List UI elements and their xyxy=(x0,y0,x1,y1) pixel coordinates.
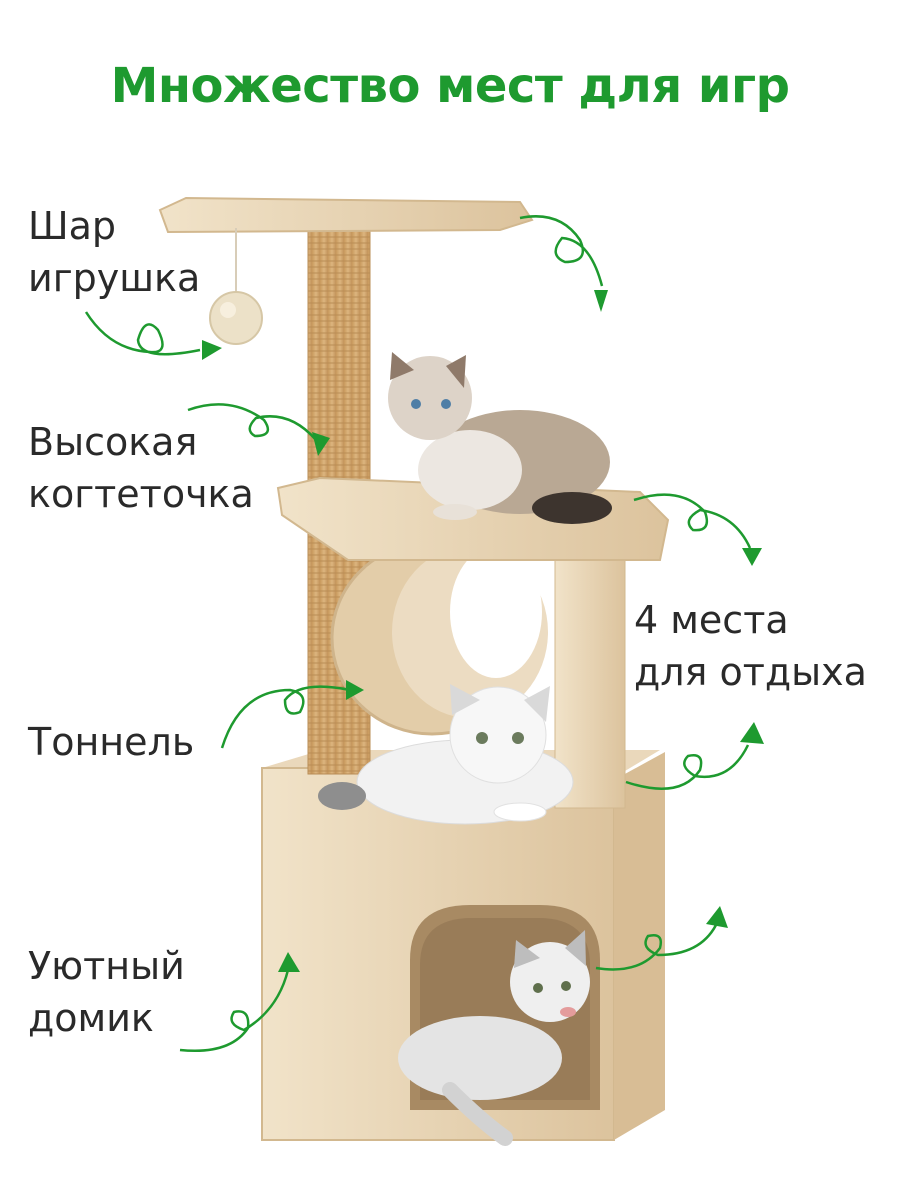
arrow-house-right-head-icon xyxy=(706,906,728,928)
label-scratcher-line1: Высокая xyxy=(28,420,198,464)
label-house: Уютный домик xyxy=(28,940,185,1044)
arrow-rest-bottom-icon xyxy=(625,744,750,790)
tunnel xyxy=(330,540,548,736)
arrow-scratcher-head-icon xyxy=(312,432,330,456)
label-house-line1: Уютный xyxy=(28,944,185,988)
label-rest-line2: для отдыха xyxy=(634,650,867,694)
ball-toy xyxy=(209,228,263,345)
label-scratcher-line2: когтеточка xyxy=(28,472,254,516)
arrow-rest-bottom-head-icon xyxy=(740,722,764,744)
label-tunnel-line1: Тоннель xyxy=(28,720,195,764)
top-platform xyxy=(158,196,534,234)
arrow-tunnel-icon xyxy=(220,685,351,749)
arrow-rest-top-icon xyxy=(633,493,752,549)
cat-white-house xyxy=(398,930,590,1146)
label-ball-line1: Шар xyxy=(28,204,117,248)
arrow-tunnel-head-icon xyxy=(346,680,364,700)
label-ball-line2: игрушка xyxy=(28,256,201,300)
label-rest-places: 4 места для отдыха xyxy=(634,594,894,698)
page-title: Множество мест для игр xyxy=(110,58,790,114)
arrow-rest-top-head-icon xyxy=(742,548,762,566)
label-rest-line1: 4 места xyxy=(634,598,789,642)
arrow-top-icon xyxy=(519,215,604,287)
arrow-house-left-head-icon xyxy=(278,952,300,972)
arrow-top-head-icon xyxy=(594,290,608,312)
arrow-ball-icon xyxy=(84,311,201,356)
label-ball-toy: Шар игрушка xyxy=(28,200,200,304)
arrow-ball-head-icon xyxy=(202,340,222,360)
label-tunnel: Тоннель xyxy=(28,716,194,768)
arrow-scratcher-icon xyxy=(187,403,317,441)
label-scratcher: Высокая когтеточка xyxy=(28,416,254,520)
arrow-house-right-icon xyxy=(595,924,718,971)
cat-white-roof xyxy=(318,684,574,825)
arrow-house-left-icon xyxy=(179,969,290,1052)
label-house-line2: домик xyxy=(28,996,154,1040)
cat-siamese xyxy=(388,352,612,524)
